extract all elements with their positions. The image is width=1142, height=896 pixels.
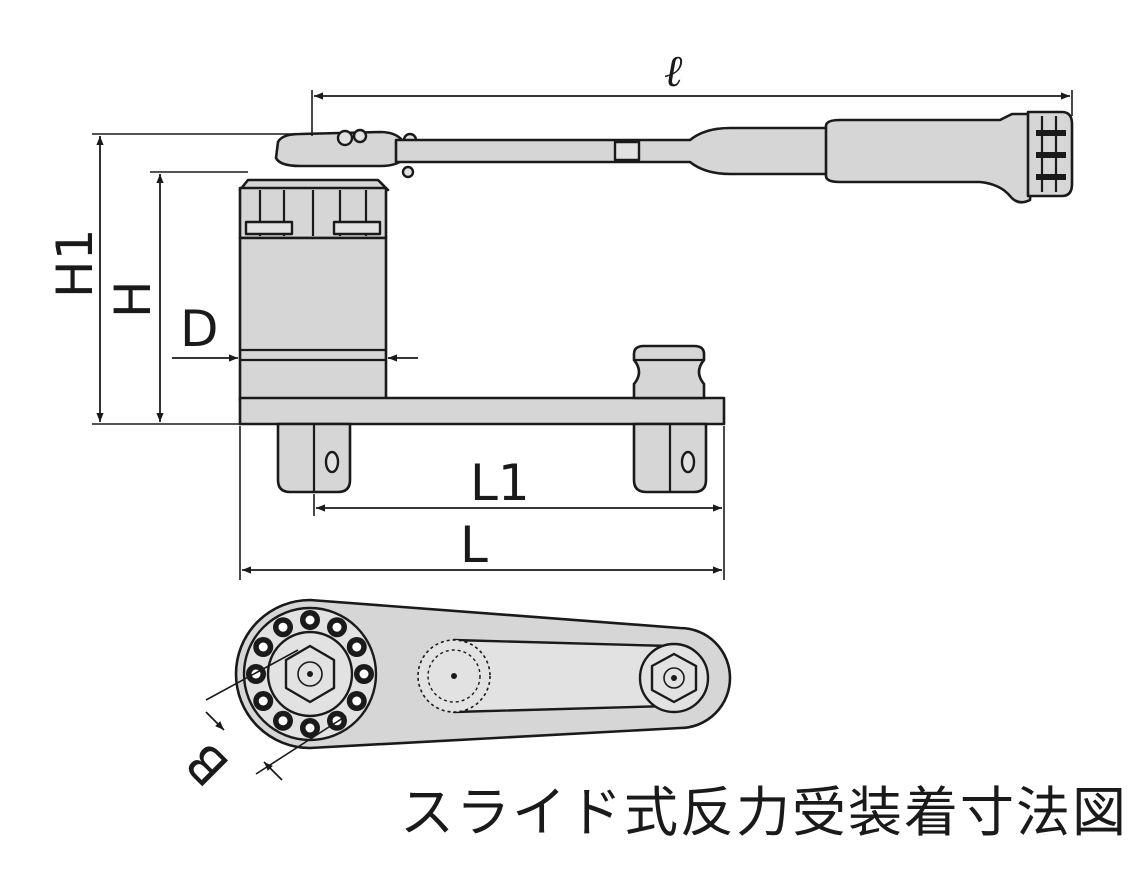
label-d: D <box>180 300 219 358</box>
reaction-plate <box>238 396 726 426</box>
flange-bolts <box>246 610 374 738</box>
dimension-lines <box>92 90 1073 580</box>
flange-bolt-hole <box>352 642 362 652</box>
side-view <box>238 110 1074 494</box>
drawing-caption: スライド式反力受装着寸法図 <box>400 781 1128 844</box>
flange-bolt-hole <box>258 696 268 706</box>
multiplier-body <box>238 178 390 402</box>
flange-bolt-hole <box>278 622 288 632</box>
label-l: ℓ <box>664 46 683 97</box>
flange-bolt-hole <box>258 642 268 652</box>
right-socket <box>632 422 708 494</box>
flange-bolt-hole <box>359 669 369 679</box>
left-socket <box>276 422 352 494</box>
torque-wrench <box>274 110 1074 204</box>
flange-bolt-hole <box>305 615 315 625</box>
top-view: B <box>175 598 732 797</box>
label-l1: L1 <box>470 454 530 512</box>
flange-bolt-hole <box>352 696 362 706</box>
label-h1: H1 <box>46 229 104 298</box>
label-l-main: L <box>460 516 488 574</box>
label-b: B <box>175 731 240 796</box>
flange-bolt-hole <box>278 716 288 726</box>
label-h: H <box>104 280 162 318</box>
flange-bolt-hole <box>332 622 342 632</box>
reaction-post <box>632 344 706 400</box>
flange-bolt-hole <box>305 723 315 733</box>
